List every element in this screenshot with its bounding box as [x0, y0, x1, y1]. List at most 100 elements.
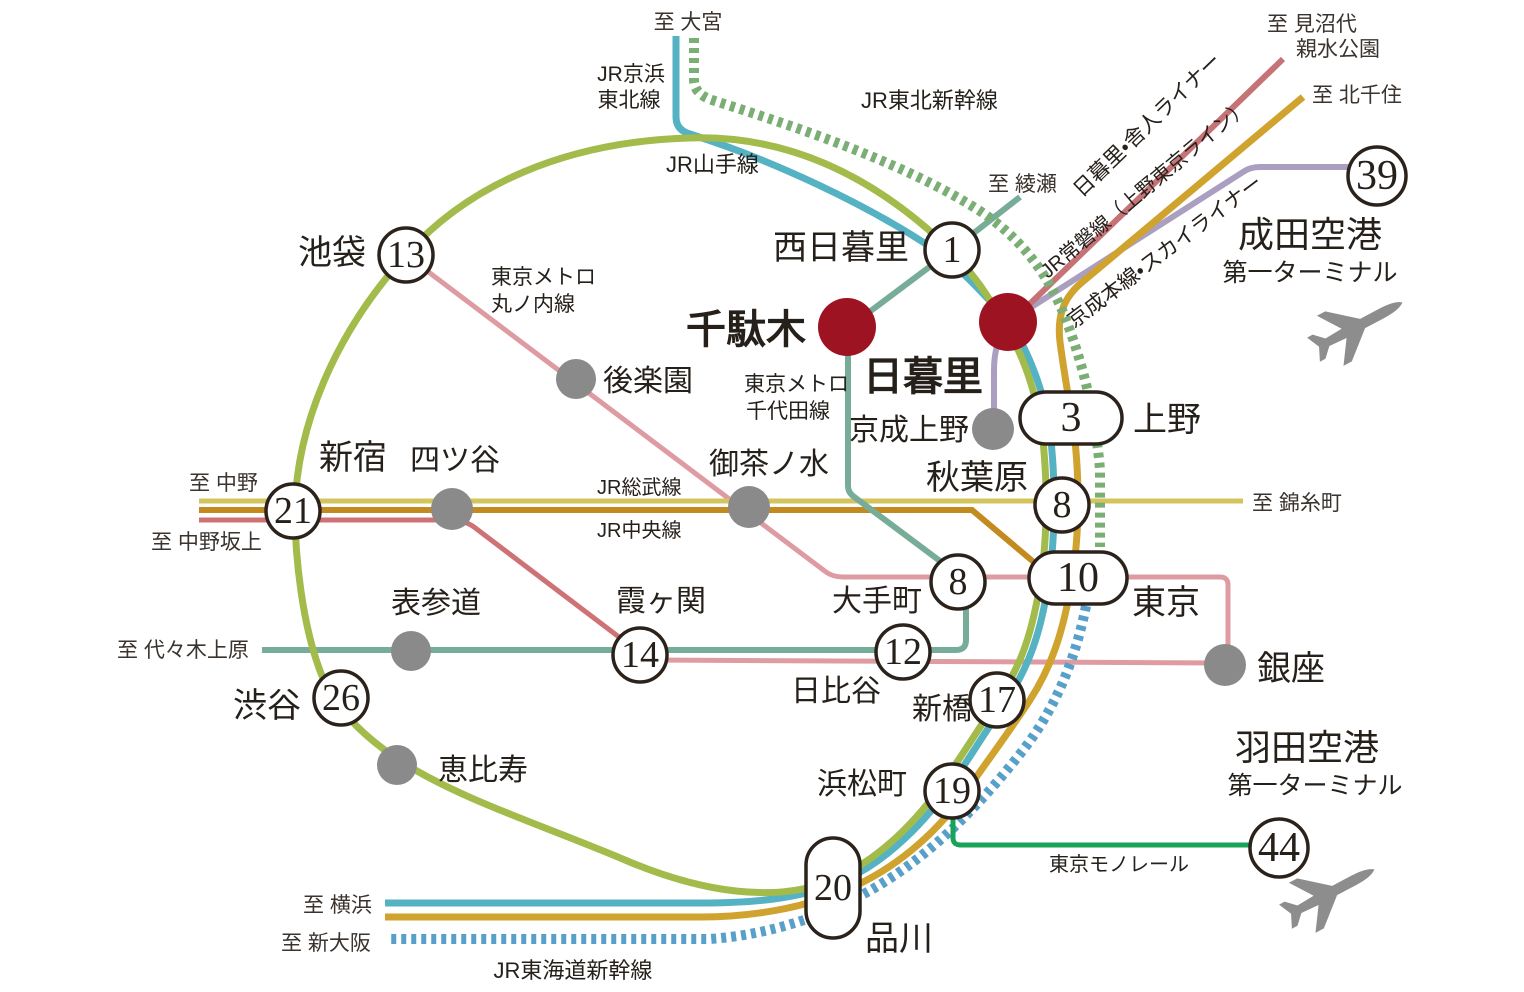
dest-omiya: 至 大宮	[654, 11, 723, 34]
badge-narita: 39	[1346, 145, 1408, 207]
dest-ayase: 至 綾瀬	[988, 173, 1057, 196]
station-label-ueno: 上野	[1133, 402, 1201, 439]
line-label-monorail: 東京モノレール	[1049, 853, 1189, 876]
dest-yoyogiuehara: 至 代々木上原	[117, 639, 249, 662]
line-yamanote	[291, 134, 1050, 897]
station-label-yotsuya: 四ツ谷	[410, 444, 500, 477]
badge-kasumigaseki: 14	[611, 626, 669, 684]
station-dot-ginza	[1204, 644, 1246, 686]
station-label-shinjuku: 新宿	[319, 439, 387, 477]
line-label-marunouchi-line1: 東京メトロ	[491, 266, 596, 289]
badge-shinagawa: 20	[804, 836, 862, 940]
badge-value: 26	[322, 677, 360, 719]
badge-value: 10	[1057, 555, 1099, 601]
badge-value: 8	[1053, 484, 1072, 526]
station-label-shimbashi: 新橋	[912, 693, 972, 726]
station-label-shibuya: 渋谷	[233, 687, 301, 725]
line-label-chiyoda-line2: 千代田線	[746, 400, 830, 423]
line-monorail	[950, 816, 1252, 848]
dest-nakanosakaue: 至 中野坂上	[151, 531, 262, 554]
badge-value: 12	[884, 631, 922, 673]
station-label-tokyo: 東京	[1132, 584, 1200, 622]
airport-haneda-name: 羽田空港	[1235, 728, 1379, 768]
station-label-ginza: 銀座	[1257, 650, 1325, 688]
badge-shibuya: 26	[312, 669, 370, 727]
badge-value: 13	[387, 234, 425, 276]
badge-shinjuku: 21	[264, 482, 322, 540]
dest-yokohama: 至 横浜	[303, 894, 372, 917]
badge-tokyo: 10	[1027, 550, 1129, 606]
station-label-hamamatsucho: 浜松町	[817, 768, 907, 801]
dest-shinosaka: 至 新大阪	[281, 932, 371, 955]
dest-minumadai-line2: 親水公園	[1296, 38, 1380, 61]
line-tokaido-shinkansen	[388, 605, 1091, 944]
badge-hibiya: 12	[874, 623, 932, 681]
badge-hamamatsucho: 19	[923, 762, 981, 820]
station-dot-omotesando	[391, 631, 431, 671]
badge-otemachi: 8	[929, 553, 987, 611]
badge-value: 14	[621, 634, 659, 676]
station-label-nishi-nippori: 西日暮里	[773, 229, 909, 267]
badge-nishi-nippori: 1	[923, 221, 981, 279]
badge-value: 44	[1258, 825, 1300, 871]
badges: 13 1 3 21 8 8 10 14	[264, 145, 1408, 940]
airport-haneda: 羽田空港 第一ターミナル	[1227, 728, 1403, 933]
station-dots	[377, 293, 1246, 785]
airport-narita-name: 成田空港	[1238, 215, 1382, 255]
station-label-nippori: 日暮里	[863, 354, 983, 399]
badge-value: 20	[814, 867, 852, 909]
station-labels: 千駄木 日暮里 池袋 西日暮里 上野 京成上野 後楽園 新宿 四ツ谷 御茶ノ水 …	[233, 229, 1325, 958]
station-label-ikebukuro: 池袋	[298, 234, 366, 272]
line-label-yamanote: JR山手線	[666, 152, 759, 177]
line-tohoku-shinkansen	[689, 38, 1105, 547]
line-label-chuo: JR中央線	[597, 519, 681, 542]
line-toneri	[1007, 56, 1286, 326]
badge-value: 19	[933, 770, 971, 812]
station-label-kasumigaseki: 霞ヶ関	[616, 585, 706, 618]
line-label-keihin-line2: 東北線	[598, 89, 661, 112]
badge-value: 21	[274, 490, 312, 532]
badge-value: 39	[1356, 153, 1398, 199]
badge-ueno: 3	[1018, 390, 1124, 446]
badge-akihabara: 8	[1033, 476, 1091, 534]
line-label-sobu: JR総武線	[597, 476, 681, 499]
badge-ikebukuro: 13	[377, 226, 435, 284]
airport-narita: 成田空港 第一ターミナル	[1222, 215, 1403, 366]
line-label-tohoku-shinkansen: JR東北新幹線	[861, 88, 998, 113]
station-label-ebisu: 恵比寿	[438, 754, 528, 787]
badge-value: 1	[943, 229, 962, 271]
airplane-icon	[1307, 302, 1403, 366]
line-label-marunouchi-line2: 丸ノ内線	[491, 293, 575, 316]
dest-nakano: 至 中野	[189, 472, 258, 495]
dest-kinshicho: 至 錦糸町	[1252, 492, 1342, 515]
destination-labels: 至 大宮 至 綾瀬 至 見沼代 親水公園 至 北千住 至 錦糸町 至 中野 至 …	[117, 11, 1402, 955]
line-label-chiyoda-line1: 東京メトロ	[744, 373, 849, 396]
station-label-shinagawa: 品川	[865, 921, 933, 958]
badge-shimbashi: 17	[968, 671, 1026, 729]
badge-value: 17	[978, 679, 1016, 721]
badge-haneda: 44	[1248, 817, 1310, 879]
dest-kitasenju: 至 北千住	[1312, 84, 1402, 107]
station-dot-ochanomizu	[728, 486, 770, 528]
line-label-tokaido-shinkansen: JR東海道新幹線	[494, 958, 653, 983]
airport-haneda-terminal: 第一ターミナル	[1227, 772, 1402, 800]
station-dot-sendagi	[818, 298, 876, 356]
station-label-akihabara: 秋葉原	[926, 459, 1028, 497]
line-label-keisei: 京成本線・スカイライナー	[1063, 171, 1267, 332]
airport-narita-terminal: 第一ターミナル	[1222, 259, 1397, 287]
station-label-sendagi: 千駄木	[686, 307, 806, 352]
line-label-keihin-line1: JR京浜	[597, 63, 665, 86]
station-label-otemachi: 大手町	[832, 585, 922, 618]
station-dot-ebisu	[377, 745, 417, 785]
station-dot-keisei-ueno	[972, 408, 1014, 450]
station-label-hibiya: 日比谷	[791, 675, 881, 708]
badge-value: 3	[1061, 395, 1082, 441]
station-label-keisei-ueno: 京成上野	[849, 414, 969, 447]
station-label-korakuen: 後楽園	[603, 365, 693, 398]
station-dot-korakuen	[556, 359, 596, 399]
station-label-omotesando: 表参道	[391, 587, 481, 620]
station-dot-yotsuya	[431, 488, 473, 530]
station-dot-nippori	[979, 293, 1037, 351]
airplane-icon	[1279, 869, 1375, 933]
